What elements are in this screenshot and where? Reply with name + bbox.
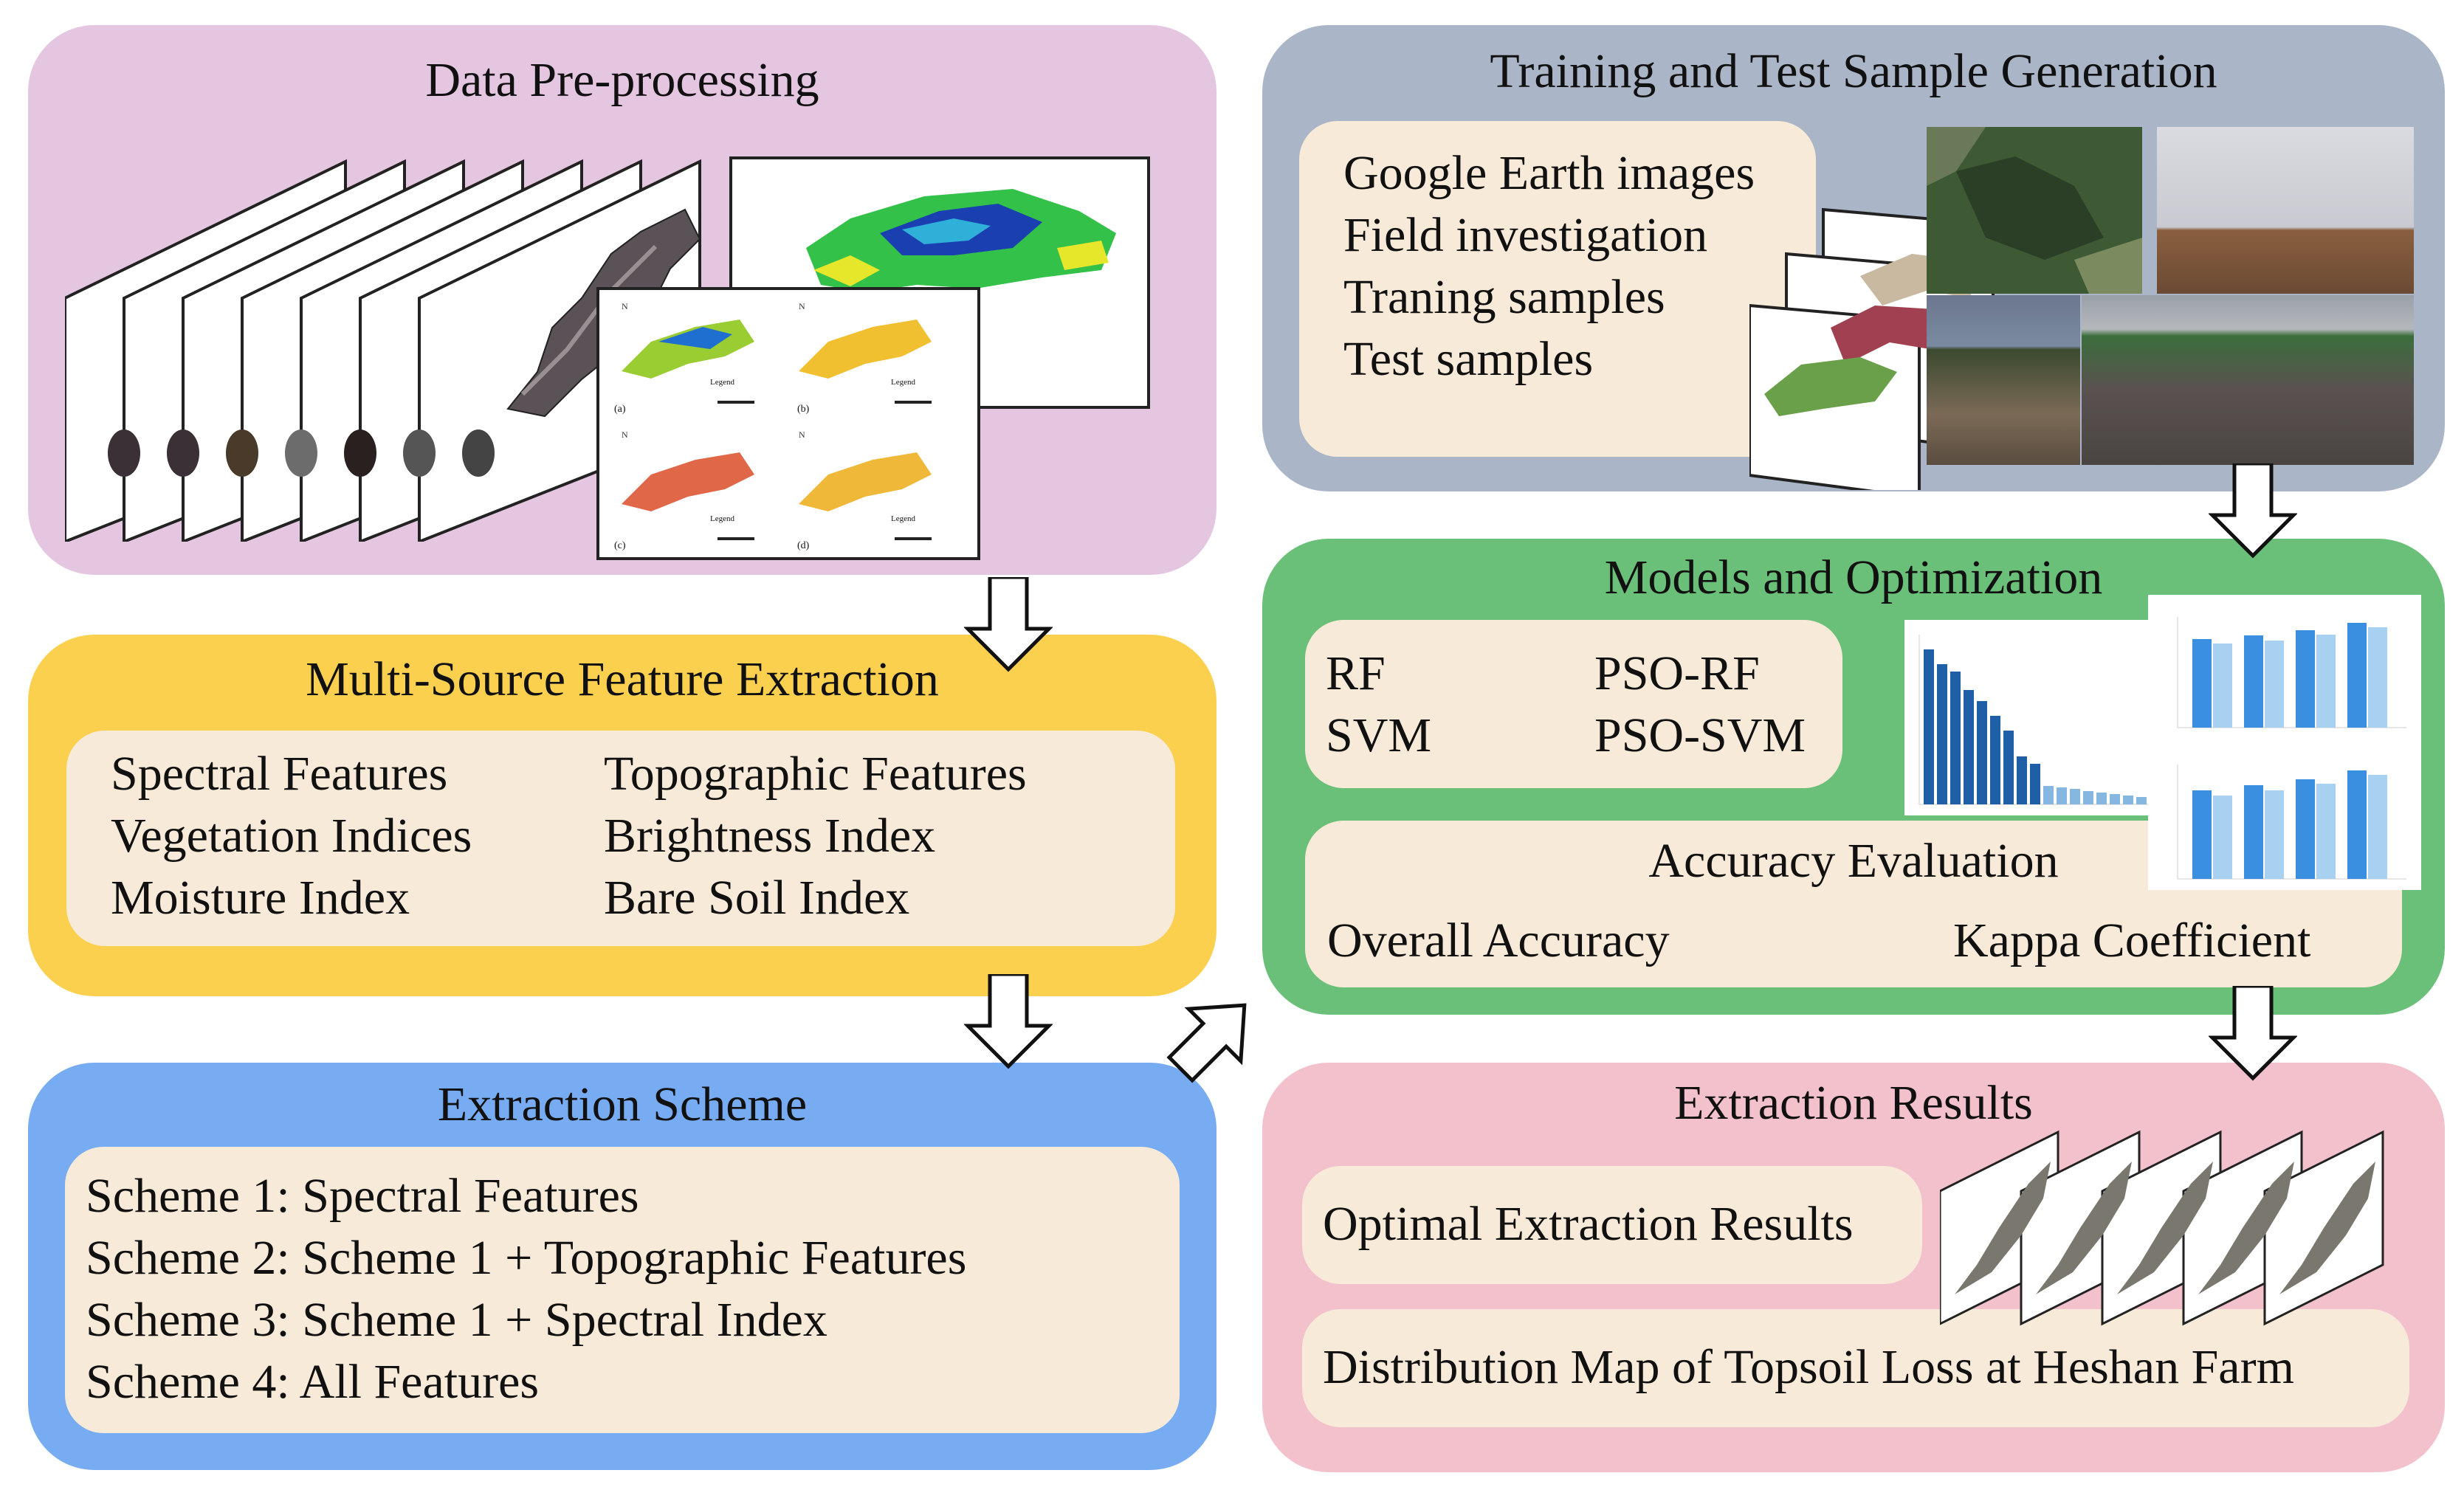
result-map-stack — [1940, 1130, 2384, 1326]
feature-importance-bars — [1918, 635, 2155, 805]
accuracy-evaluation-box: Accuracy Evaluation Overall Accuracy Kap… — [1305, 821, 2402, 987]
google-earth-photo — [1927, 127, 2142, 294]
scheme-title: Extraction Scheme — [437, 1077, 808, 1131]
extraction-scheme-panel: Extraction Scheme Scheme 1: Spectral Fea… — [28, 1063, 1216, 1470]
training-item-test-samples: Test samples — [1343, 332, 1594, 386]
model-pso-svm: PSO-SVM — [1594, 708, 1806, 762]
svg-text:N: N — [622, 429, 628, 440]
feature-list-box: Spectral Features Vegetation Indices Moi… — [66, 731, 1175, 946]
feature-extraction-title: Multi-Source Feature Extraction — [306, 652, 939, 706]
data-preprocessing-panel: Data Pre-processing — [28, 25, 1216, 575]
model-svm: SVM — [1326, 708, 1432, 762]
thumb-label-d: (d) — [797, 540, 810, 551]
kappa-coefficient-label: Kappa Coefficient — [1953, 914, 2311, 967]
training-item-train-samples: Traning samples — [1343, 270, 1665, 324]
scheme-4: Scheme 4: All Features — [86, 1355, 540, 1409]
arrow-down-training — [2209, 463, 2297, 559]
field-photo-2 — [1927, 295, 2080, 465]
training-item-google-earth: Google Earth images — [1343, 146, 1755, 200]
arrow-down-feature-extraction — [964, 974, 1053, 1069]
arrow-down-preprocessing — [964, 577, 1053, 672]
distribution-map-label: Distribution Map of Topsoil Loss at Hesh… — [1323, 1340, 2294, 1394]
svg-text:N: N — [799, 429, 805, 440]
thumb-legend-c: Legend — [710, 514, 734, 523]
scheme-3: Scheme 3: Scheme 1 + Spectral Index — [86, 1293, 827, 1347]
feature-brightness: Brightness Index — [604, 809, 936, 863]
google-earth-texture — [1927, 127, 2142, 294]
thumb-legend-d: Legend — [891, 514, 915, 523]
accuracy-comparison-thumbnail — [2148, 595, 2421, 890]
models-panel: Models and Optimization RF SVM PSO-RF PS… — [1262, 539, 2445, 1015]
distribution-map-box: Distribution Map of Topsoil Loss at Hesh… — [1302, 1309, 2409, 1427]
extraction-results-panel: Extraction Results Optimal Extraction Re… — [1262, 1063, 2445, 1472]
field-photo-3 — [2082, 295, 2414, 465]
thumb-label-c: (c) — [614, 540, 626, 551]
feature-moisture: Moisture Index — [111, 871, 410, 925]
thumb-legend-a: Legend — [710, 378, 734, 387]
scheme-2: Scheme 2: Scheme 1 + Topographic Feature… — [86, 1231, 967, 1285]
training-title: Training and Test Sample Generation — [1490, 44, 2217, 98]
model-pso-rf: PSO-RF — [1594, 646, 1760, 700]
optimal-results-label: Optimal Extraction Results — [1323, 1197, 1854, 1251]
feature-importance-thumbnail — [1904, 620, 2163, 815]
svg-text:N: N — [799, 301, 805, 311]
thumb-label-b: (b) — [797, 404, 810, 415]
preprocessing-title: Data Pre-processing — [425, 53, 819, 107]
feature-vegetation: Vegetation Indices — [111, 809, 472, 863]
topographic-maps-sheet: N N N N (a) (b) (c) (d) Legend Legend Lege… — [596, 287, 980, 560]
overall-accuracy-label: Overall Accuracy — [1327, 914, 1670, 967]
models-title: Models and Optimization — [1604, 551, 2103, 604]
topographic-maps: N N N N — [622, 301, 932, 540]
thumb-legend-b: Legend — [891, 378, 915, 387]
training-test-panel: Training and Test Sample Generation Goog… — [1262, 25, 2445, 491]
thumb-label-a: (a) — [614, 404, 626, 415]
scheme-list-box: Scheme 1: Spectral Features Scheme 2: Sc… — [65, 1147, 1180, 1433]
arrow-diagonal-scheme-to-models — [1166, 1003, 1247, 1083]
scheme-1: Scheme 1: Spectral Features — [86, 1169, 639, 1223]
accuracy-comparison-bars — [2177, 617, 2406, 880]
results-title: Extraction Results — [1674, 1076, 2033, 1130]
training-item-field: Field investigation — [1343, 208, 1708, 262]
feature-bare-soil: Bare Soil Index — [604, 871, 910, 925]
dem-map — [806, 189, 1116, 292]
feature-extraction-panel: Multi-Source Feature Extraction Spectral… — [28, 635, 1216, 996]
feature-topographic: Topographic Features — [604, 747, 1027, 801]
accuracy-evaluation-title: Accuracy Evaluation — [1648, 834, 2059, 888]
optimal-results-box: Optimal Extraction Results — [1302, 1166, 1922, 1284]
field-photo-1 — [2157, 127, 2414, 294]
model-rf: RF — [1326, 646, 1386, 700]
arrow-down-models — [2209, 986, 2297, 1081]
models-box: RF SVM PSO-RF PSO-SVM — [1305, 620, 1842, 788]
feature-spectral: Spectral Features — [111, 747, 448, 801]
image-stack-sheets — [65, 159, 701, 542]
training-items-box: Google Earth images Field investigation … — [1299, 121, 1816, 457]
svg-text:N: N — [622, 301, 628, 311]
